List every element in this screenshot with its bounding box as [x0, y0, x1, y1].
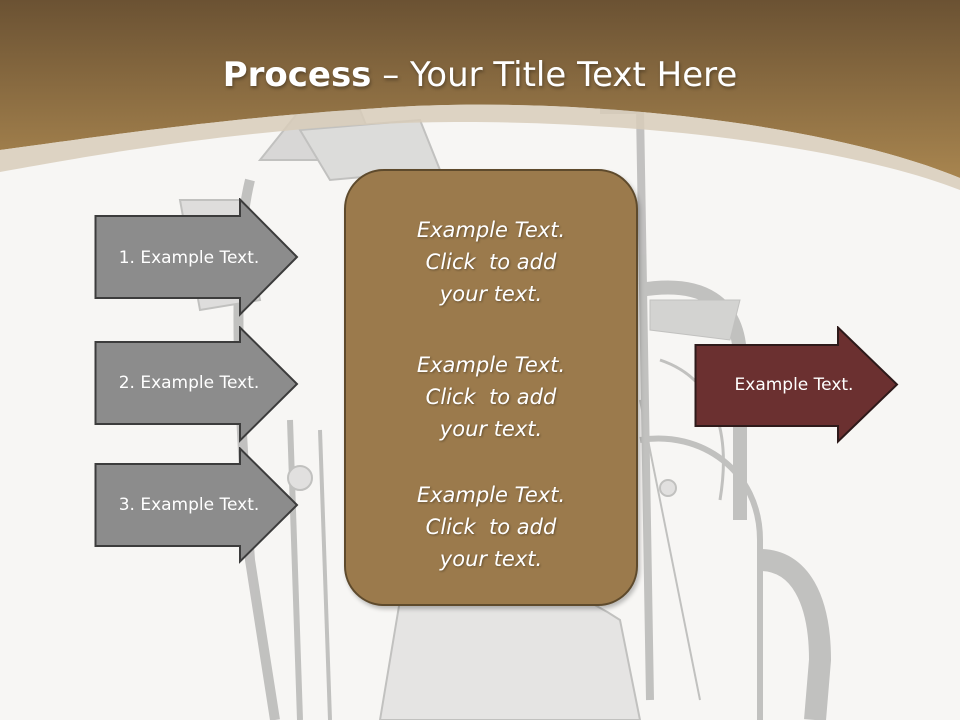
center-text-block-1[interactable]: Example Text. Click to add your text. [346, 214, 636, 310]
block-line: Example Text. [416, 218, 566, 242]
title-bold: Process [222, 55, 372, 95]
title-rest: – Your Title Text Here [371, 55, 738, 95]
block-line: your text. [439, 417, 543, 441]
arrow-shape [94, 326, 299, 443]
block-line: your text. [439, 547, 543, 571]
arrow-shape [694, 326, 899, 444]
center-text-block-3[interactable]: Example Text. Click to add your text. [346, 479, 636, 575]
center-text-block-2[interactable]: Example Text. Click to add your text. [346, 349, 636, 445]
step-label-3: 3. Example Text. [118, 495, 260, 515]
header-band [0, 0, 960, 190]
arrow-shape [94, 447, 299, 564]
slide-title: Process – Your Title Text Here [0, 54, 960, 96]
output-label: Example Text. [734, 375, 854, 395]
step-label-1: 1. Example Text. [118, 248, 260, 268]
step-arrow-2[interactable]: 2. Example Text. [94, 326, 300, 446]
block-line: Click to add [425, 385, 557, 409]
block-line: Example Text. [416, 353, 566, 377]
block-line: Click to add [425, 515, 557, 539]
center-text-box[interactable]: Example Text. Click to add your text. Ex… [344, 169, 638, 606]
step-arrow-1[interactable]: 1. Example Text. [94, 198, 300, 318]
step-arrow-3[interactable]: 3. Example Text. [94, 447, 300, 567]
block-line: your text. [439, 282, 543, 306]
block-line: Click to add [425, 250, 557, 274]
block-line: Example Text. [416, 483, 566, 507]
arrow-shape [94, 198, 299, 317]
output-arrow[interactable]: Example Text. [694, 326, 900, 444]
step-label-2: 2. Example Text. [118, 373, 260, 393]
